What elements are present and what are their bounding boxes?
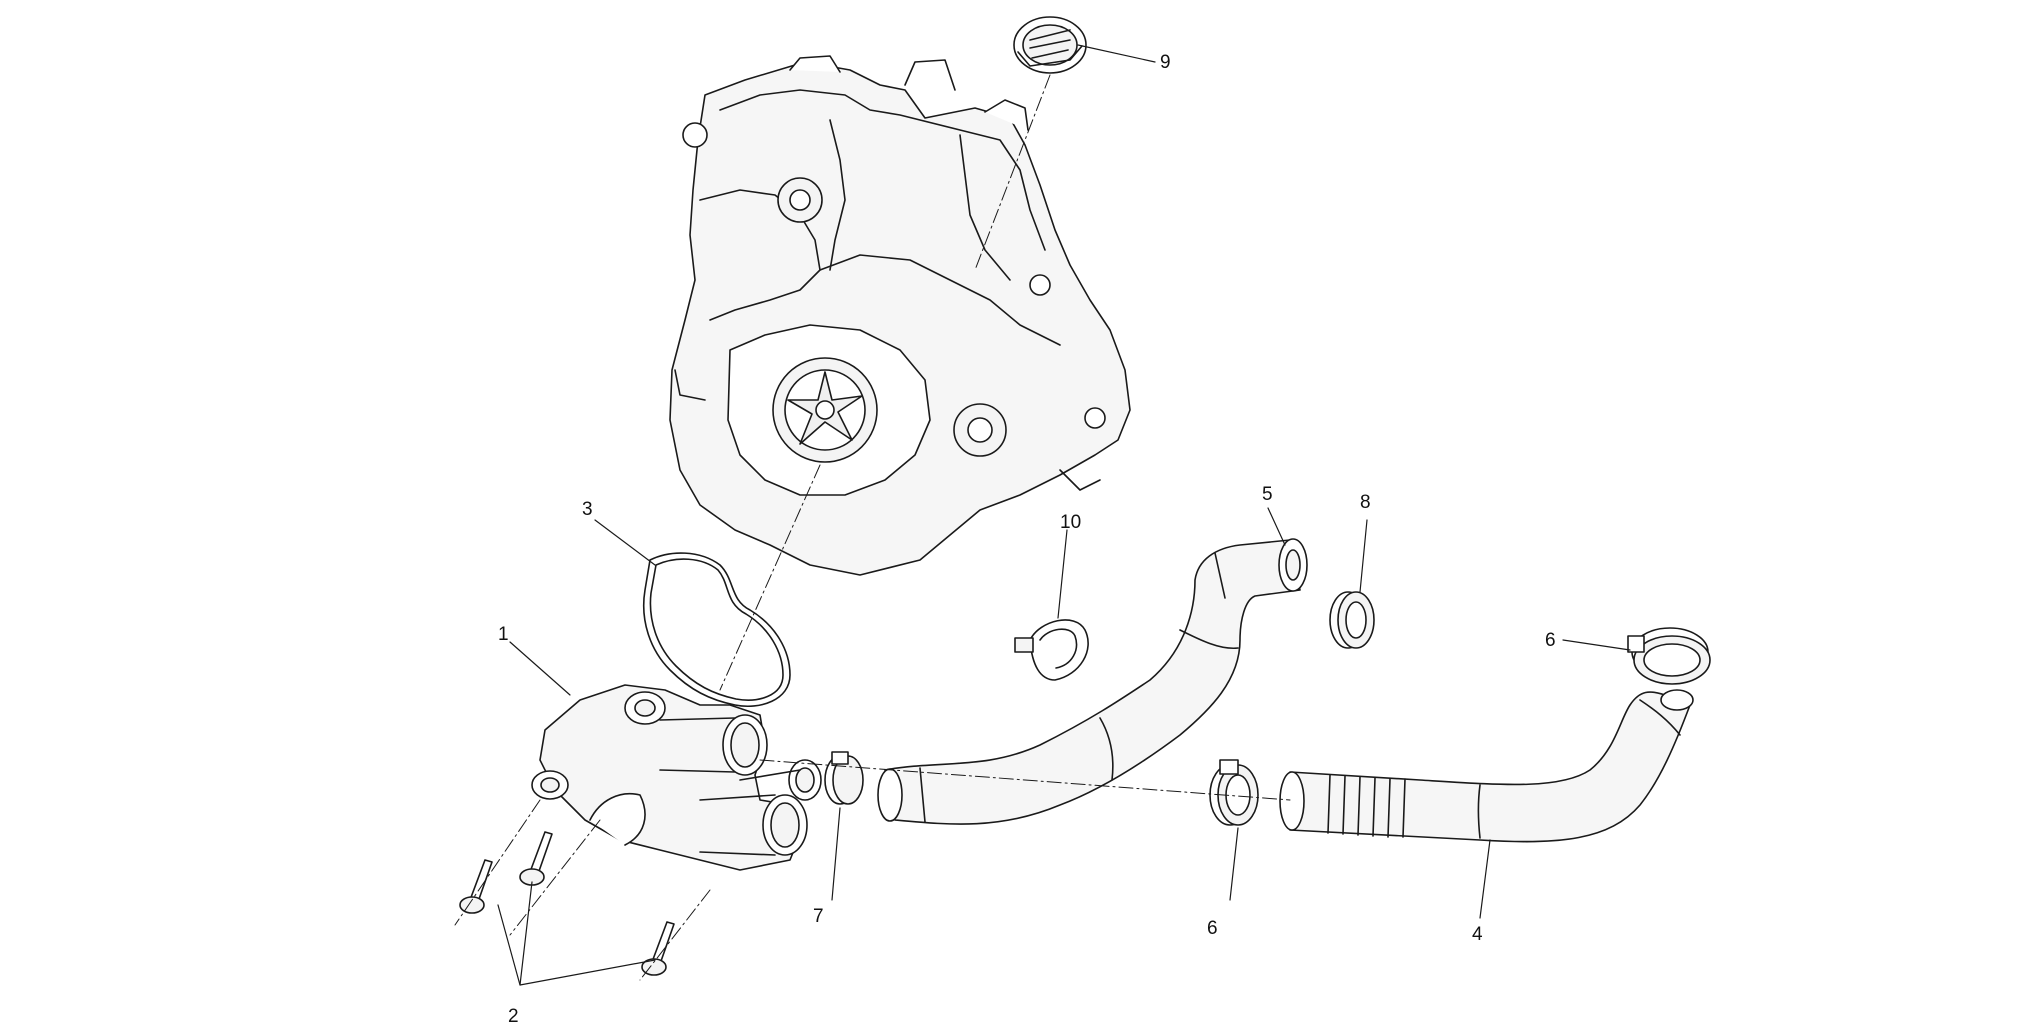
part-9-plug — [1013, 16, 1087, 74]
part-6-clamp-left — [1209, 759, 1259, 826]
callout-9: 9 — [1160, 52, 1171, 73]
part-1-pump-cover — [531, 684, 822, 871]
part-7-clamp — [824, 751, 864, 805]
leader-lines — [497, 44, 1631, 986]
callout-8: 8 — [1360, 492, 1371, 513]
callout-3: 3 — [582, 499, 593, 520]
part-2-screws — [459, 831, 675, 976]
callout-4: 4 — [1472, 924, 1483, 945]
part-4-hose — [1279, 689, 1694, 843]
callout-1: 1 — [498, 624, 509, 645]
part-8-clamp — [1329, 591, 1375, 649]
callout-2: 2 — [508, 1006, 519, 1027]
part-10-clip — [1014, 619, 1089, 681]
callout-10: 10 — [1060, 512, 1081, 533]
callout-5: 5 — [1262, 484, 1273, 505]
callout-6-left: 6 — [1207, 918, 1218, 939]
callout-6-right: 6 — [1545, 630, 1556, 651]
callout-labels: 9 3 1 2 7 6 4 5 8 10 6 — [498, 52, 1556, 1027]
callout-7: 7 — [813, 906, 824, 927]
part-3-gasket — [642, 552, 791, 707]
part-6-clamp-right — [1627, 627, 1711, 685]
alignment-axes — [454, 74, 1291, 981]
engine-cover — [669, 55, 1131, 576]
part-5-hose — [877, 538, 1308, 825]
